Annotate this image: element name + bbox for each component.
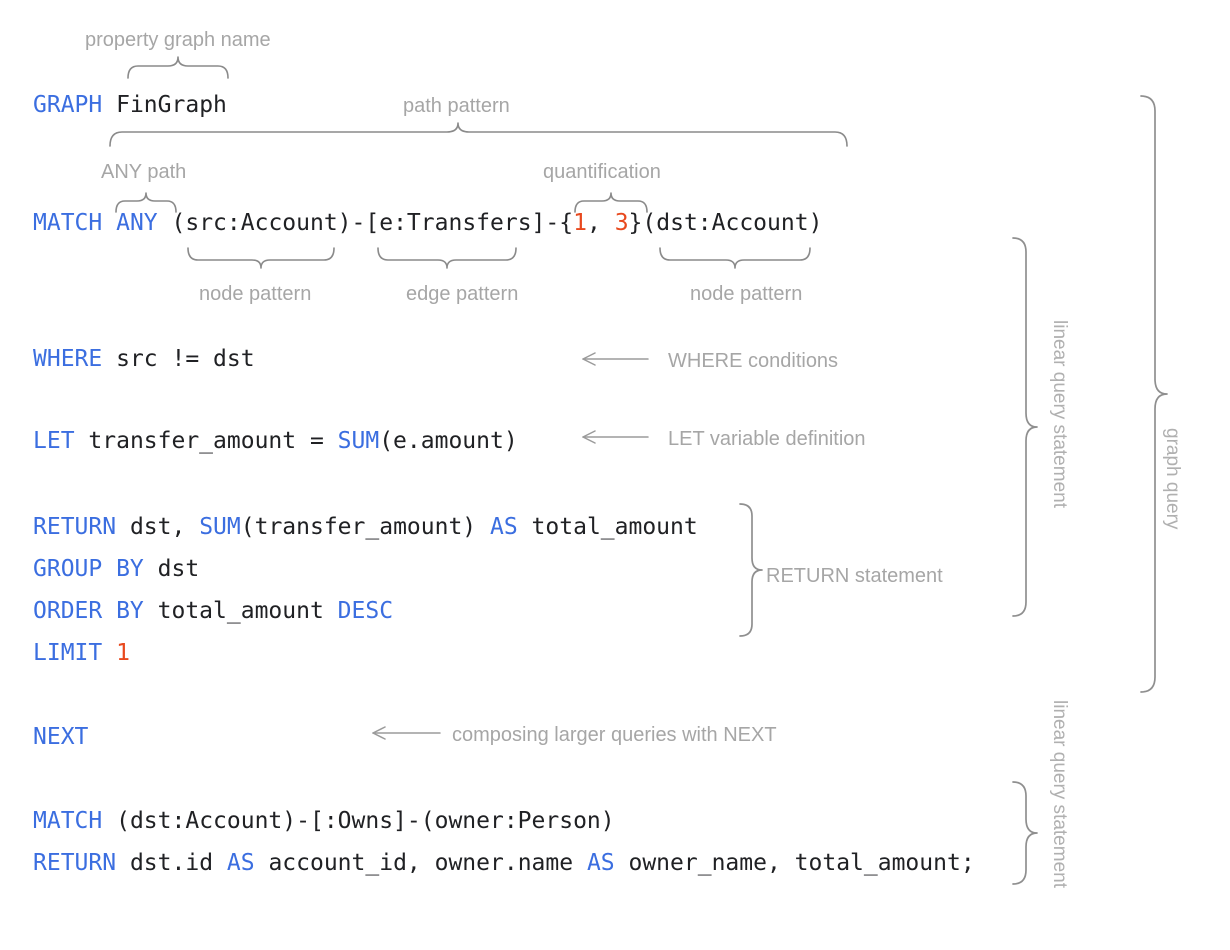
- quantifier-min: 1: [573, 210, 587, 236]
- keyword-where: WHERE: [33, 346, 103, 372]
- keyword-as-4: AS: [586, 850, 615, 876]
- keyword-next: NEXT: [33, 724, 89, 750]
- brace-linear-query-statement-2: [1012, 781, 1038, 885]
- annotation-return-statement: RETURN statement: [766, 565, 943, 587]
- quantifier-close-brace: }: [628, 210, 643, 236]
- keyword-match: MATCH: [33, 210, 103, 236]
- brace-return-statement: [739, 503, 763, 637]
- where-expression: src != dst: [116, 346, 255, 372]
- return-columns: dst,: [129, 514, 200, 540]
- annotation-property-graph-name: property graph name: [85, 29, 271, 51]
- annotation-linear-query-statement-1: linear query statement: [1049, 320, 1070, 508]
- limit-value: 1: [116, 640, 130, 666]
- keyword-desc: DESC: [337, 598, 394, 624]
- annotation-node-pattern-left: node pattern: [199, 283, 312, 305]
- quantifier-open-brace: {: [559, 210, 574, 236]
- annotation-linear-query-statement-2: linear query statement: [1049, 700, 1070, 888]
- group-by-expression: dst: [157, 556, 200, 582]
- brace-node-pattern-right: [659, 247, 811, 269]
- keyword-return: RETURN: [33, 514, 117, 540]
- graph-name-value: [102, 92, 116, 118]
- let-args: (e.amount): [379, 428, 518, 454]
- arrow-let-variable-definition: [582, 430, 649, 444]
- node-pattern-src: (src:Account): [171, 210, 352, 236]
- arrow-where-conditions: [582, 352, 649, 366]
- code-line-match-2: MATCH (dst:Account)-[:Owns]-(owner:Perso…: [33, 806, 615, 836]
- code-line-where: WHERE src != dst: [33, 344, 255, 374]
- edge-pattern: [e:Transfers]: [365, 210, 546, 236]
- code-line-let: LET transfer_amount = SUM(e.amount): [33, 426, 518, 456]
- code-line-limit: LIMIT 1: [33, 638, 130, 668]
- keyword-return-2: RETURN: [33, 850, 117, 876]
- order-by-expression: total_amount: [157, 598, 338, 624]
- keyword-as: AS: [490, 514, 518, 540]
- brace-path-pattern: [109, 122, 848, 147]
- code-line-group-by: GROUP BY dst: [33, 554, 199, 584]
- node-pattern-dst: (dst:Account): [642, 210, 823, 236]
- keyword-group-by: GROUP BY: [33, 556, 144, 582]
- keyword-any: ANY: [116, 210, 158, 236]
- return-2-part-c: owner_name, total_amount;: [614, 850, 975, 876]
- function-sum-return: SUM: [199, 514, 241, 540]
- quantifier-max: 3: [614, 210, 629, 236]
- brace-linear-query-statement-1: [1012, 237, 1038, 617]
- return-alias: total_amount: [517, 514, 698, 540]
- annotation-path-pattern: path pattern: [403, 95, 510, 117]
- keyword-order-by: ORDER BY: [33, 598, 144, 624]
- dash-1: -: [351, 210, 366, 236]
- brace-edge-pattern: [377, 247, 517, 269]
- annotation-edge-pattern: edge pattern: [406, 283, 519, 305]
- graph-name: FinGraph: [116, 92, 227, 118]
- brace-node-pattern-left: [187, 247, 335, 269]
- keyword-as-3: AS: [226, 850, 255, 876]
- code-line-graph: GRAPH FinGraph: [33, 90, 227, 120]
- code-line-return-2: RETURN dst.id AS account_id, owner.name …: [33, 848, 975, 878]
- annotation-quantification: quantification: [543, 161, 661, 183]
- keyword-let: LET: [33, 428, 75, 454]
- annotation-composing-with-next: composing larger queries with NEXT: [452, 724, 777, 746]
- brace-property-graph-name: [127, 56, 229, 79]
- keyword-limit: LIMIT: [33, 640, 103, 666]
- arrow-composing-with-next: [372, 726, 441, 740]
- quantifier-separator: ,: [586, 210, 615, 236]
- annotation-where-conditions: WHERE conditions: [668, 350, 839, 372]
- return-args: (transfer_amount): [240, 514, 490, 540]
- code-line-next: NEXT: [33, 722, 88, 752]
- annotation-graph-query: graph query: [1162, 428, 1183, 530]
- code-line-order-by: ORDER BY total_amount DESC: [33, 596, 393, 626]
- annotation-node-pattern-right: node pattern: [690, 283, 803, 305]
- brace-graph-query: [1140, 95, 1168, 693]
- return-2-part-a: dst.id: [129, 850, 227, 876]
- match-2-pattern: (dst:Account)-[:Owns]-(owner:Person): [116, 808, 615, 834]
- let-variable: transfer_amount =: [88, 428, 338, 454]
- return-2-part-b: account_id, owner.name: [254, 850, 587, 876]
- keyword-match-2: MATCH: [33, 808, 103, 834]
- dash-2: -: [545, 210, 560, 236]
- keyword-graph: GRAPH: [33, 92, 103, 118]
- code-line-match: MATCH ANY (src:Account)-[e:Transfers]-{1…: [33, 208, 822, 238]
- function-sum: SUM: [337, 428, 380, 454]
- code-line-return: RETURN dst, SUM(transfer_amount) AS tota…: [33, 512, 698, 542]
- annotation-any-path: ANY path: [101, 161, 187, 183]
- annotation-let-variable-definition: LET variable definition: [668, 428, 866, 450]
